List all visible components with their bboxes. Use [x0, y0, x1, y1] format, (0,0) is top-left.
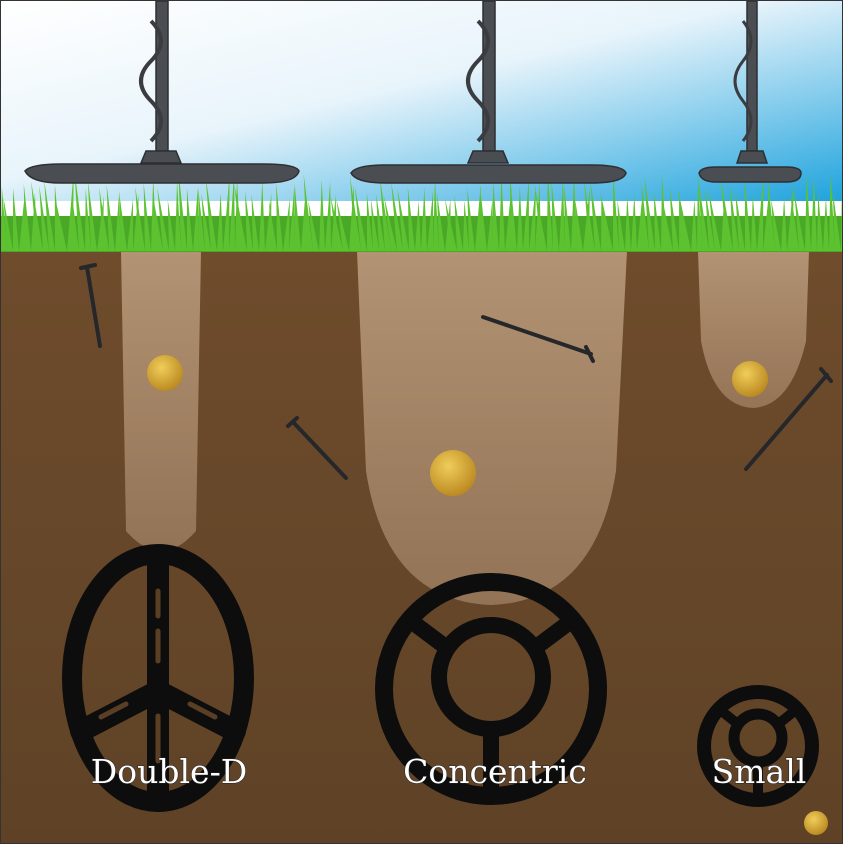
nail — [85, 265, 102, 348]
double-d-label: Double-D — [91, 752, 247, 791]
double-d-coil-slots — [98, 588, 218, 764]
grass — [1, 171, 842, 252]
coin — [147, 355, 183, 391]
coin — [430, 450, 476, 496]
concentric-coil-icon — [375, 573, 607, 805]
small-label: Small — [712, 752, 807, 791]
nails — [79, 263, 833, 480]
concentric-label: Concentric — [403, 752, 587, 791]
nail — [481, 315, 593, 356]
small-detector — [698, 1, 802, 183]
coin — [804, 811, 828, 835]
coin — [732, 361, 768, 397]
small-beam — [698, 251, 809, 408]
concentric-beam — [357, 251, 627, 605]
small-coil-icon — [697, 685, 819, 807]
nail — [291, 420, 348, 480]
double-d-beam — [121, 251, 201, 551]
nail — [744, 373, 829, 471]
concentric-detector — [350, 1, 627, 184]
double-d-detector — [24, 1, 300, 184]
